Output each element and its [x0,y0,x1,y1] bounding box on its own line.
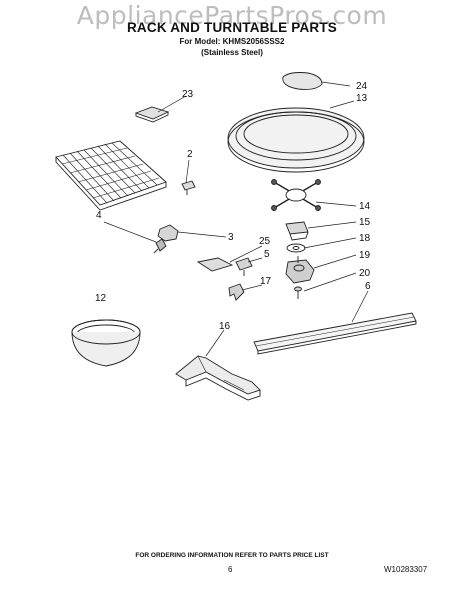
callout-2: 2 [187,149,193,160]
part-24-pad [282,72,323,90]
document-number: W10283307 [384,565,428,574]
part-17-clip [228,283,245,301]
part-3-connector [153,224,179,254]
part-19-motor [285,256,315,284]
callout-12: 12 [95,293,107,304]
part-25-pad [196,257,234,272]
callout-14: 14 [359,201,371,212]
part-12-bowl [71,319,141,367]
callout-24: 24 [356,81,368,92]
part-13-turntable-tray [227,107,365,173]
callout-23: 23 [182,89,194,100]
part-6-trim-strip [253,312,417,355]
part-16-handle [175,355,261,401]
part-23-bracket [134,106,170,123]
watermark: AppliancePartsPros.com [76,1,388,30]
callout-5: 5 [264,249,270,260]
page-number: 6 [228,565,233,574]
callout-20: 20 [359,268,371,279]
part-2-rack [55,140,167,211]
callout-4: 4 [96,210,102,221]
callout-15: 15 [359,217,371,228]
model-line: For Model: KHMS2056SSS2 [179,37,285,46]
callout-25: 25 [259,236,271,247]
part-18-washer [286,243,306,253]
page-title: RACK AND TURNTABLE PARTS [126,20,338,35]
part-20-screw [294,286,302,299]
callout-16: 16 [219,321,231,332]
part-rack-clip [181,180,196,195]
part-15-coupler [285,221,309,241]
callout-18: 18 [359,233,371,244]
leader-lines [103,81,369,357]
callout-19: 19 [359,250,371,261]
finish-line: (Stainless Steel) [201,48,263,57]
part-14-roller-ring [271,179,321,211]
callout-6: 6 [365,281,371,292]
callout-3: 3 [228,232,234,243]
ordering-note: FOR ORDERING INFORMATION REFER TO PARTS … [135,552,329,559]
part-5-clip [235,257,253,276]
callout-13: 13 [356,93,368,104]
callout-17: 17 [260,276,272,287]
